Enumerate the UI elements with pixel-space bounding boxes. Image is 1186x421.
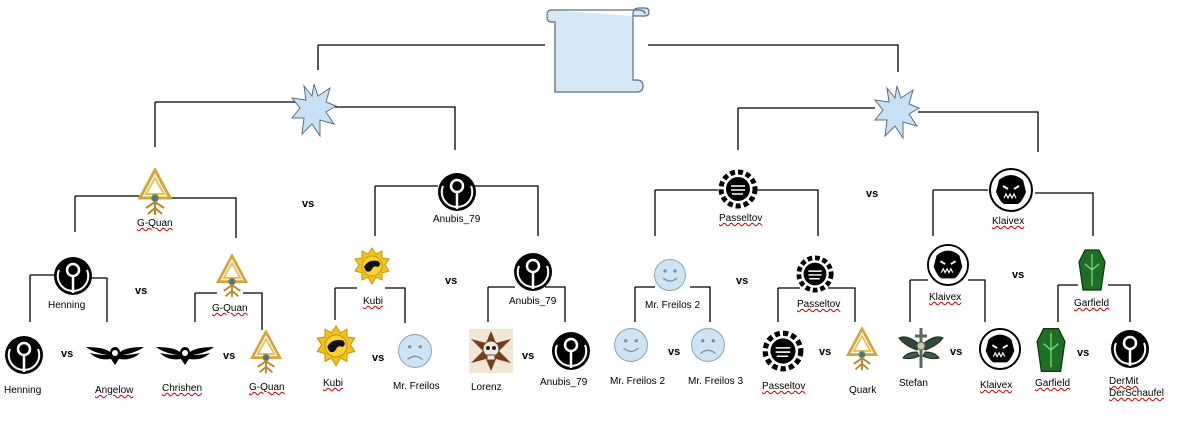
player-label: Garfield [1074, 298, 1110, 309]
eldar-faction-icon [138, 168, 172, 215]
space-marine-aquila-icon [86, 347, 144, 365]
player-label: DerSchaufel [1109, 388, 1165, 399]
vs-label: vs [135, 285, 148, 297]
sun-faction-icon [354, 247, 390, 286]
dark-angels-icon [898, 328, 944, 368]
tau-faction-icon [514, 253, 552, 291]
player-label: Henning [4, 385, 42, 396]
player-label: Henning [48, 300, 86, 311]
player-label: Klaivex [929, 292, 962, 303]
player-label: Garfield [1035, 378, 1071, 389]
inquisition-skull-icon [469, 329, 513, 373]
tau-faction-icon [5, 336, 43, 374]
space-marine-aquila-icon [156, 347, 214, 365]
player-label: Klaivex [980, 380, 1013, 391]
player-label: Anubis_79 [433, 214, 481, 225]
player-label: DerMit [1109, 376, 1139, 387]
player-label: Chrishen [162, 383, 203, 394]
vs-label: vs [736, 275, 749, 287]
vs-label: vs [866, 188, 879, 200]
vs-label: vs [223, 350, 236, 362]
vs-label: vs [302, 198, 315, 210]
player-label: Stefan [899, 378, 928, 389]
player-label: Lorenz [471, 382, 502, 393]
necron-coffin-icon [1078, 249, 1106, 291]
tau-faction-icon [438, 173, 476, 211]
player-label: Passeltov [797, 299, 841, 310]
tau-faction-icon [54, 257, 92, 295]
smiley-happy-icon [654, 259, 686, 291]
player-label: G-Quan [137, 218, 173, 229]
ork-head-icon [989, 168, 1033, 212]
player-label: Passeltov [762, 381, 806, 392]
tau-faction-icon [552, 332, 590, 370]
player-label: Passeltov [719, 213, 763, 224]
vs-label: vs [1012, 269, 1025, 281]
imperial-guard-fist-icon [718, 169, 758, 209]
sun-faction-icon [316, 325, 356, 367]
player-label: Anubis_79 [540, 377, 588, 388]
smiley-sad-icon [398, 334, 432, 368]
ork-head-icon [979, 328, 1021, 370]
smiley-happy-icon [614, 328, 648, 362]
vs-label: vs [950, 346, 963, 358]
player-label: Angelow [95, 385, 134, 396]
player-label: Mr. Freilos 2 [645, 300, 701, 311]
ork-head-icon [927, 244, 969, 286]
imperial-guard-fist-icon [796, 255, 834, 293]
star-burst-icon [873, 85, 921, 140]
scroll-icon [546, 7, 650, 93]
player-label: G-Quan [212, 303, 248, 314]
vs-label: vs [1077, 347, 1090, 359]
eldar-faction-icon [250, 330, 282, 374]
player-label: Klaivex [992, 216, 1025, 227]
eldar-faction-icon [846, 327, 878, 371]
necron-coffin-icon [1036, 328, 1066, 372]
player-label: Quark [849, 385, 877, 396]
smiley-sad-icon [691, 328, 725, 362]
eldar-faction-icon [216, 254, 248, 298]
player-label: Anubis_79 [509, 296, 557, 307]
player-label: G-Quan [249, 382, 285, 393]
vs-label: vs [522, 350, 535, 362]
player-label: Mr. Freilos [393, 381, 440, 392]
imperial-guard-fist-icon [762, 330, 804, 372]
player-label: Kubi [323, 378, 344, 389]
player-label: Kubi [363, 296, 384, 307]
star-burst-icon [290, 83, 338, 138]
vs-label: vs [372, 352, 385, 364]
vs-label: vs [668, 346, 681, 358]
vs-label: vs [819, 346, 832, 358]
player-label: Mr. Freilos 3 [688, 376, 744, 387]
player-label: Mr. Freilos 2 [610, 376, 666, 387]
vs-label: vs [61, 348, 74, 360]
vs-label: vs [445, 275, 458, 287]
tau-faction-icon [1111, 330, 1149, 368]
